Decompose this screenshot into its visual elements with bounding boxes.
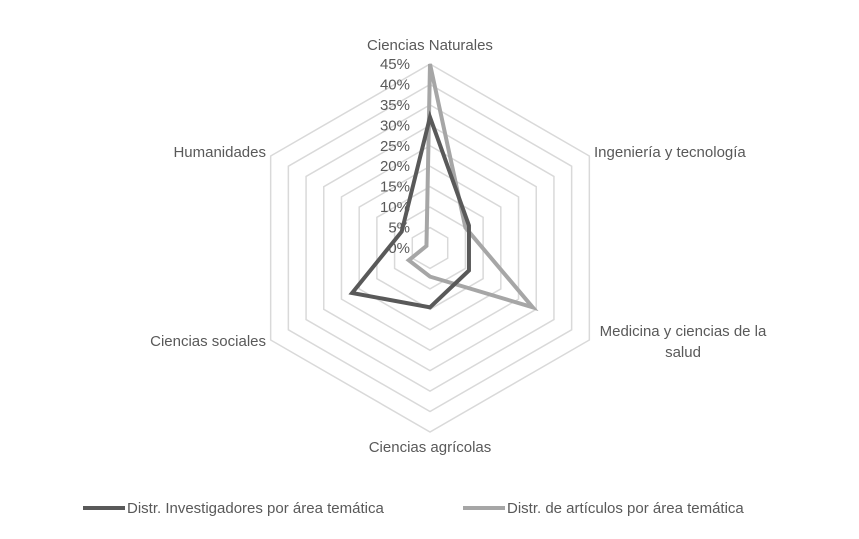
category-label: Ciencias Naturales (367, 37, 493, 54)
tick-label: 15% (380, 179, 410, 196)
category-label: Ciencias agrícolas (369, 439, 492, 456)
category-label: Medicina y ciencias de la (600, 323, 767, 340)
grid-ring (323, 124, 537, 372)
legend-label: Distr. Investigadores por área temática (127, 500, 384, 517)
legend-label: Distr. de artículos por área temática (507, 500, 744, 517)
tick-label: 30% (380, 117, 410, 134)
tick-label: 25% (380, 138, 410, 155)
grid-ring (269, 63, 591, 433)
grid-ring (287, 83, 573, 413)
tick-label: 35% (380, 97, 410, 114)
tick-label: 40% (380, 76, 410, 93)
grid-ring (305, 104, 555, 392)
series-line-0 (348, 110, 471, 310)
category-label: Humanidades (173, 144, 266, 161)
grid-ring (411, 226, 449, 270)
category-label: Ingeniería y tecnología (594, 144, 746, 161)
tick-label: 10% (380, 199, 410, 216)
tick-label: 45% (380, 56, 410, 73)
category-label: Ciencias sociales (150, 333, 266, 350)
grid-ring (376, 185, 484, 311)
category-label: salud (665, 344, 701, 361)
grid-ring (340, 144, 520, 352)
tick-label: 20% (380, 158, 410, 175)
grid-ring (358, 165, 502, 331)
